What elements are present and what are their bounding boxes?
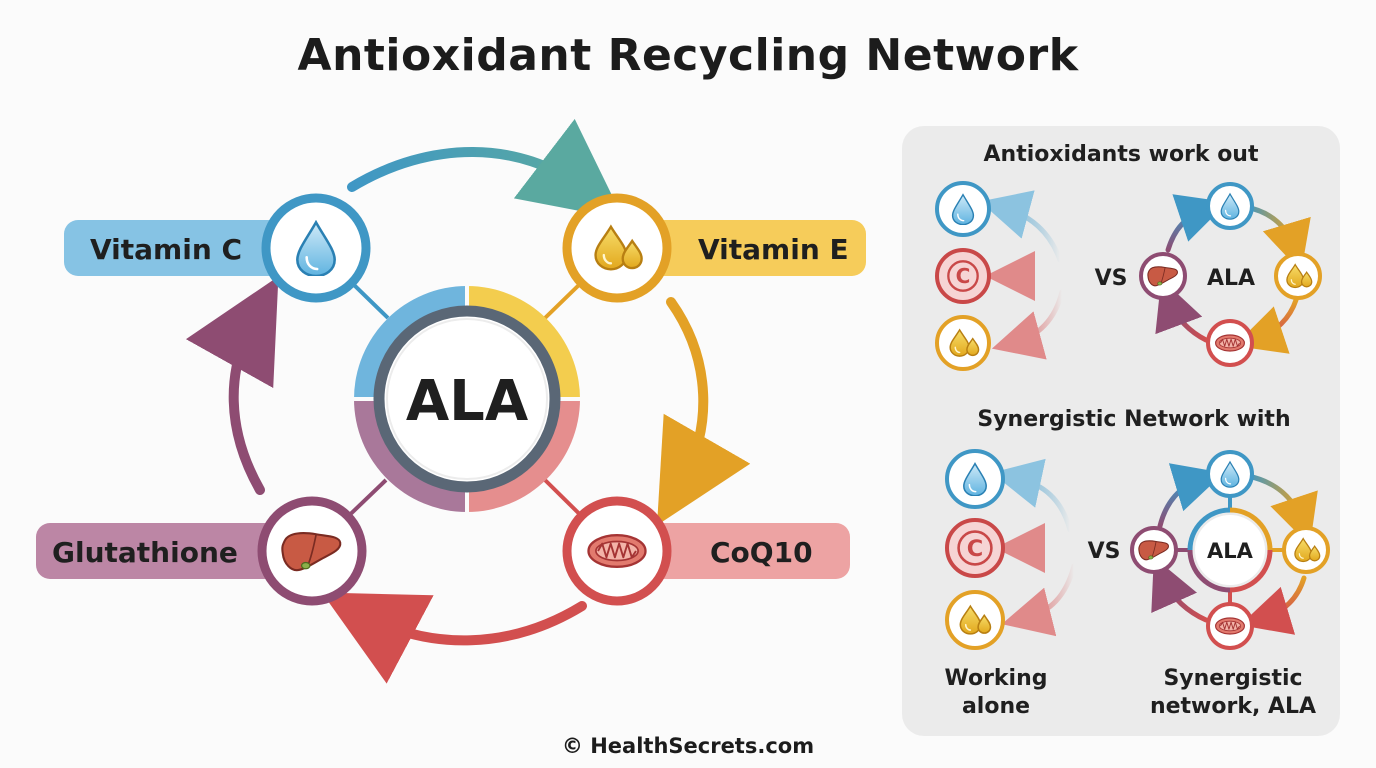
panel-top-ala: ALA [1207, 266, 1255, 291]
arrow-coq10-to-glutathione [321, 592, 587, 684]
main-diagram: Vitamin C Vitamin E CoQ10 Glutathione [36, 118, 866, 684]
top-alone-group [935, 181, 1065, 371]
label-vitamin-c: Vitamin C [64, 220, 294, 276]
label-vitamin-e: Vitamin E [640, 220, 866, 276]
vitamin-c-letter-icon [947, 260, 979, 292]
node-vitamin-e [562, 193, 672, 303]
arrow-vitamin-c-to-vitamin-e [347, 118, 624, 220]
vitamin-c-letter-icon [957, 530, 993, 566]
bottom-alone-group [945, 449, 1077, 650]
mitochondrion-icon [587, 533, 647, 569]
mitochondrion-icon [1214, 617, 1246, 635]
label-vitamin-e-text: Vitamin E [698, 233, 849, 266]
panel-content: Antioxidants work out VS [935, 142, 1330, 719]
label-vitamin-c-text: Vitamin C [90, 233, 242, 266]
caption-right-line1: Synergistic [1163, 666, 1302, 691]
panel-bottom-heading: Synergistic Network with [977, 407, 1290, 432]
panel-top-heading: Antioxidants work out [984, 142, 1259, 167]
caption-left-line1: Working [944, 666, 1047, 691]
node-vitamin-c [261, 193, 371, 303]
bottom-network-group: ALA [1130, 450, 1330, 650]
mitochondrion-icon [1214, 334, 1246, 352]
caption-right-line2: network, ALA [1150, 694, 1316, 719]
label-glutathione-text: Glutathione [52, 536, 238, 569]
node-coq10 [562, 496, 672, 606]
panel-bottom-vs: VS [1088, 539, 1121, 564]
caption-left-line2: alone [962, 694, 1030, 719]
arrow-vitamin-e-to-coq10 [657, 297, 751, 526]
footer-copyright: © HealthSecrets.com [561, 734, 815, 758]
label-glutathione: Glutathione [36, 523, 294, 579]
center-ala: ALA [352, 284, 582, 514]
arrow-glutathione-to-vitamin-c [185, 276, 279, 495]
label-coq10-text: CoQ10 [710, 536, 813, 569]
center-ala-label: ALA [406, 369, 529, 434]
page-title: Antioxidant Recycling Network [297, 30, 1079, 81]
panel-top-vs: VS [1095, 266, 1128, 291]
panel-bottom-ala: ALA [1207, 539, 1254, 563]
node-glutathione [257, 496, 367, 606]
top-network-group: ALA [1139, 182, 1322, 367]
label-coq10: CoQ10 [640, 523, 850, 579]
